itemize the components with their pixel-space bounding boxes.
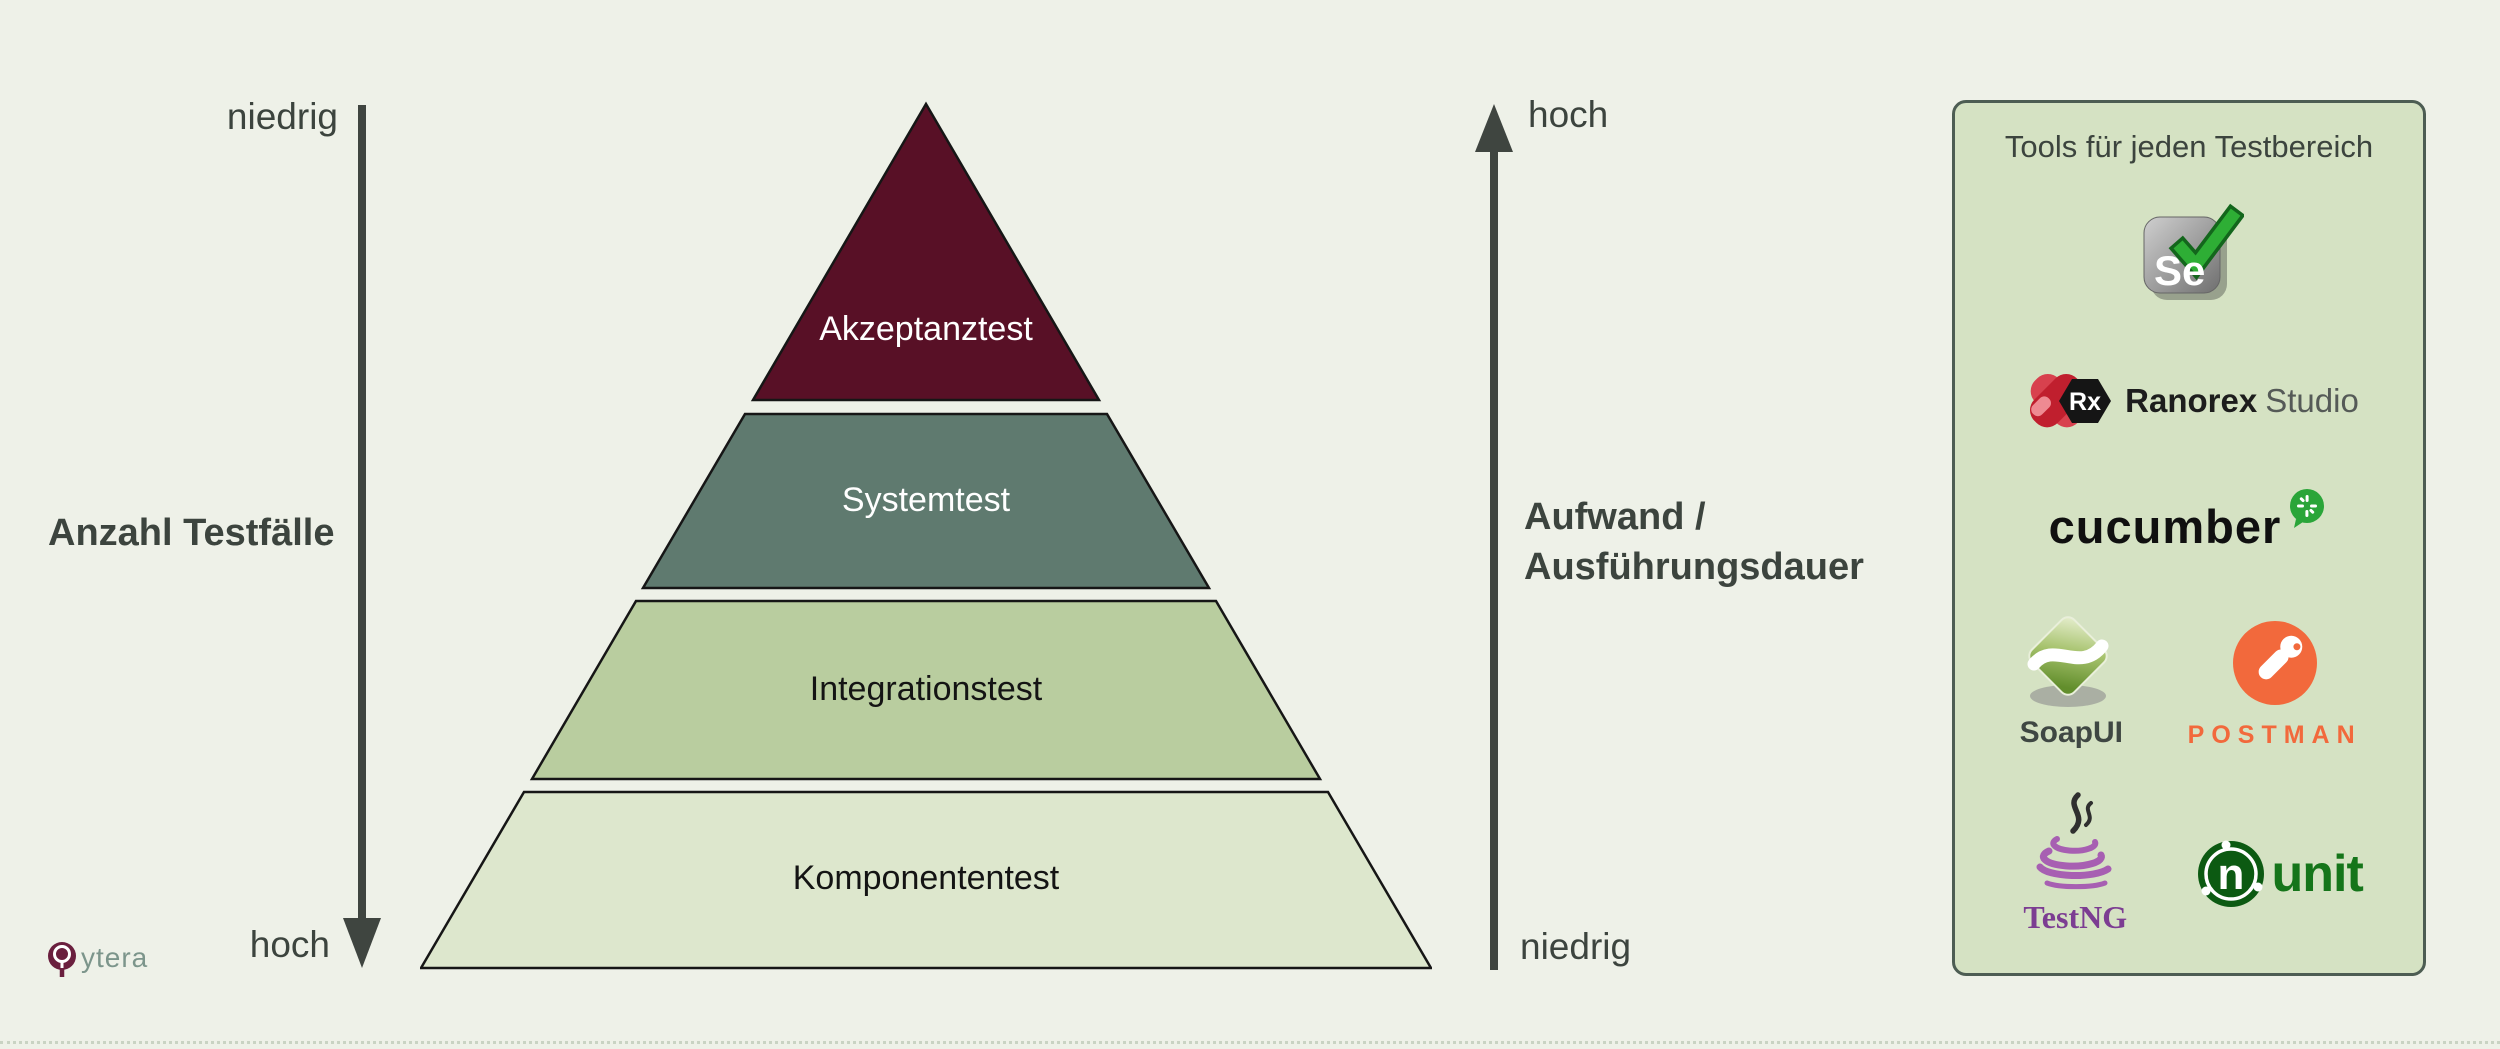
soapui-label: SoapUI — [2019, 716, 2123, 749]
testng-label: TestNG — [2023, 899, 2128, 935]
right-axis-top-label: hoch — [1528, 94, 1609, 135]
tools-panel-title: Tools für jeden Testbereich — [2004, 129, 2374, 164]
right-axis-title-line1: Aufwand / — [1524, 496, 1706, 538]
left-axis-top-label: niedrig — [226, 96, 338, 137]
ranorex-label-light: Studio — [2265, 382, 2359, 419]
slide-bottom-edge — [0, 1041, 2500, 1044]
tool-cucumber: cucumber — [1955, 485, 2423, 567]
pyramid-label-akzeptanztest: Akzeptanztest — [819, 310, 1033, 348]
right-axis-title-line2: Ausführungsdauer — [1524, 546, 1864, 588]
nunit-label: unit — [2271, 845, 2363, 903]
qytera-logo-icon: ytera — [48, 942, 148, 977]
ranorex-icon: Rx — [2030, 373, 2112, 428]
testng-icon — [2036, 792, 2112, 890]
soapui-icon — [2027, 616, 2109, 707]
qytera-logo-text: ytera — [81, 942, 148, 973]
cucumber-label: cucumber — [2048, 499, 2282, 553]
postman-icon — [2232, 621, 2317, 705]
qytera-logo: ytera — [44, 936, 174, 987]
tool-row-unit: TestNG n unit — [1955, 791, 2423, 936]
left-axis-bottom-label: hoch — [249, 924, 330, 965]
right-axis-bottom-label: niedrig — [1520, 926, 1632, 967]
pyramid-label-komponententest: Komponententest — [792, 859, 1060, 897]
selenium-icon: Se — [2143, 203, 2244, 300]
tool-ranorex: Rx Ranorex Studio — [1955, 355, 2423, 447]
pyramid-level-komponententest — [420, 790, 1432, 970]
pyramid-label-systemtest: Systemtest — [841, 481, 1011, 519]
tool-selenium: Se — [1955, 203, 2423, 309]
tool-postman: POSTMAN — [2188, 617, 2362, 750]
tool-nunit: n unit — [2195, 838, 2364, 910]
tool-soapui: SoapUI — [2016, 608, 2126, 750]
pyramid-level-akzeptanztest — [750, 101, 1102, 402]
right-axis-arrow-up-icon — [1475, 104, 1513, 970]
nunit-monogram: n — [2218, 850, 2245, 899]
tools-panel: Tools für jeden Testbereich Se Rx Ranore… — [1952, 100, 2426, 976]
pyramid-level-integrationstest — [529, 599, 1323, 781]
cucumber-icon — [2290, 489, 2325, 528]
tool-testng: TestNG — [2015, 791, 2135, 936]
test-pyramid — [420, 101, 1432, 970]
selenium-monogram: Se — [2154, 247, 2205, 294]
left-axis-title: Anzahl Testfälle — [48, 512, 335, 554]
right-axis-title: Aufwand / Ausführungsdauer — [1524, 492, 1864, 592]
left-axis-arrow-down-icon — [343, 105, 381, 968]
tool-row-api: SoapUI POSTMAN — [1955, 608, 2423, 750]
ranorex-badge: Rx — [2069, 388, 2101, 416]
pyramid-level-systemtest — [640, 412, 1212, 590]
pyramid-label-integrationstest: Integrationstest — [809, 670, 1043, 708]
postman-label: POSTMAN — [2187, 721, 2362, 749]
nunit-icon: n — [2198, 840, 2265, 907]
ranorex-label-bold: Ranorex — [2125, 382, 2258, 419]
